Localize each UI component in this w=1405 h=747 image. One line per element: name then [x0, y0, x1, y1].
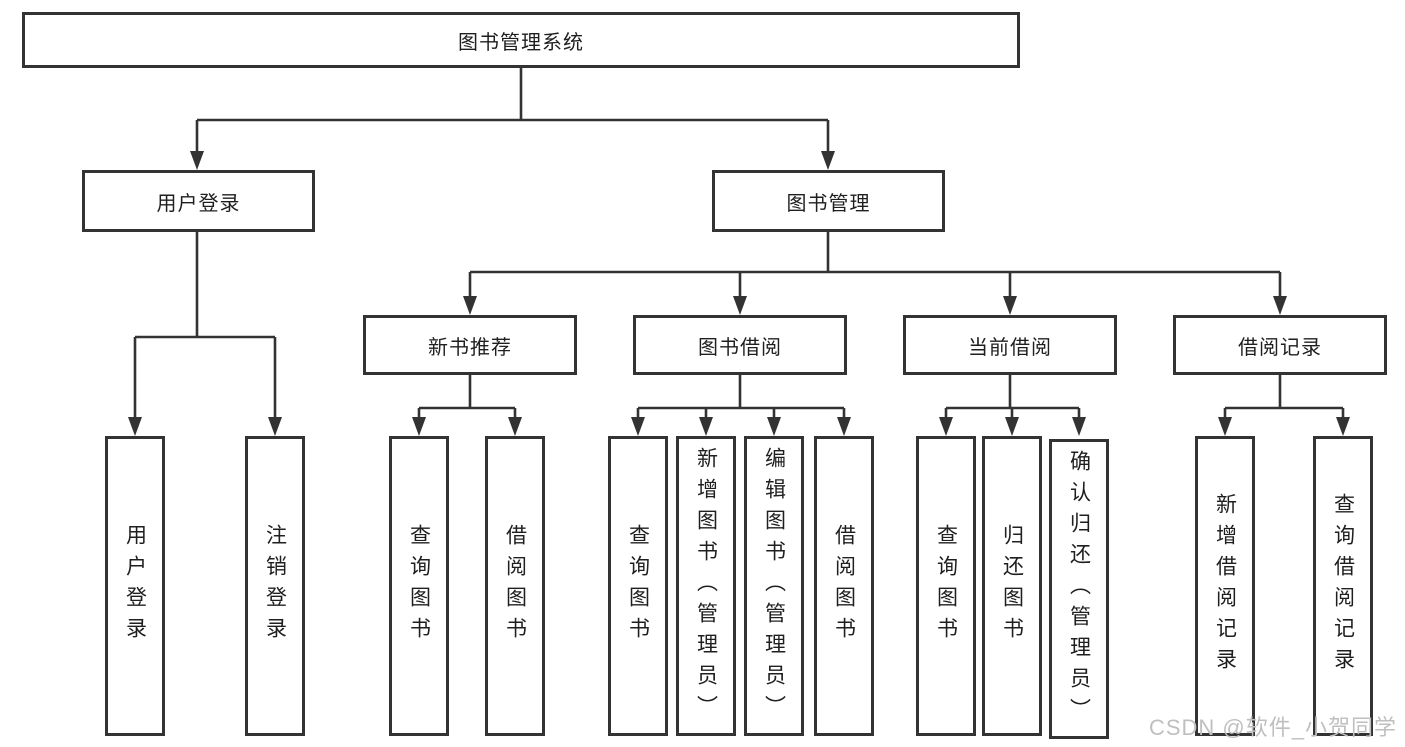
arrow-down-icon: [1072, 417, 1086, 436]
node-label: 查询图书: [407, 524, 431, 648]
leaf-logout: 注销登录: [245, 436, 305, 736]
node-label: 借阅记录: [1238, 336, 1322, 359]
node-current-borrowing: 当前借阅: [903, 315, 1117, 375]
arrow-down-icon: [1003, 296, 1017, 315]
arrow-down-icon: [699, 417, 713, 436]
arrow-down-icon: [268, 417, 282, 436]
node-label: 确认归还（管理员）: [1067, 449, 1091, 729]
node-label: 查询图书: [626, 524, 650, 648]
connector: [636, 375, 846, 420]
node-label: 新书推荐: [428, 336, 512, 359]
node-borrowing-records: 借阅记录: [1173, 315, 1387, 375]
node-label: 归还图书: [1000, 524, 1024, 648]
arrow-down-icon: [767, 417, 781, 436]
node-label: 用户登录: [123, 524, 147, 648]
node-label: 借阅图书: [832, 524, 856, 648]
leaf-return-books: 归还图书: [982, 436, 1042, 736]
node-label: 借阅图书: [503, 524, 527, 648]
leaf-add-borrow-record: 新增借阅记录: [1195, 436, 1255, 736]
node-label: 查询借阅记录: [1331, 493, 1355, 679]
node-book-management: 图书管理: [712, 170, 945, 232]
connector: [1223, 375, 1345, 420]
node-label: 新增借阅记录: [1213, 493, 1237, 679]
arrow-down-icon: [1273, 296, 1287, 315]
connector: [417, 375, 517, 420]
leaf-edit-books-admin: 编辑图书（管理员）: [744, 436, 804, 736]
arrow-down-icon: [631, 417, 645, 436]
node-label: 当前借阅: [968, 336, 1052, 359]
node-user-login: 用户登录: [82, 170, 315, 232]
node-new-book-recommendation: 新书推荐: [363, 315, 577, 375]
node-book-borrowing: 图书借阅: [633, 315, 847, 375]
connector: [944, 375, 1081, 420]
arrow-down-icon: [1005, 417, 1019, 436]
node-label: 编辑图书（管理员）: [762, 446, 786, 726]
arrow-down-icon: [463, 296, 477, 315]
node-library-management-system: 图书管理系统: [22, 12, 1020, 68]
arrow-down-icon: [1218, 417, 1232, 436]
connector: [468, 232, 1282, 299]
leaf-query-borrow-record: 查询借阅记录: [1313, 436, 1373, 736]
arrow-down-icon: [190, 151, 204, 170]
leaf-confirm-return-admin: 确认归还（管理员）: [1049, 439, 1109, 739]
arrow-down-icon: [1336, 417, 1350, 436]
node-label: 图书管理系统: [458, 31, 584, 54]
connector: [133, 232, 277, 420]
leaf-user-login: 用户登录: [105, 436, 165, 736]
leaf-add-books-admin: 新增图书（管理员）: [676, 436, 736, 736]
node-label: 图书管理: [786, 192, 871, 215]
node-label: 用户登录: [156, 192, 241, 215]
arrow-down-icon: [821, 151, 835, 170]
node-label: 新增图书（管理员）: [694, 446, 718, 726]
node-label: 注销登录: [263, 524, 287, 648]
arrow-down-icon: [508, 417, 522, 436]
connector: [195, 68, 830, 154]
arrow-down-icon: [412, 417, 426, 436]
leaf-query-books: 查询图书: [916, 436, 976, 736]
csdn-watermark: CSDN @软件_小贺同学: [1148, 715, 1397, 740]
leaf-query-books: 查询图书: [608, 436, 668, 736]
node-label: 查询图书: [934, 524, 958, 648]
node-label: 图书借阅: [698, 336, 782, 359]
arrow-down-icon: [128, 417, 142, 436]
leaf-query-books: 查询图书: [389, 436, 449, 736]
leaf-borrow-books: 借阅图书: [814, 436, 874, 736]
arrow-down-icon: [837, 417, 851, 436]
leaf-borrow-books: 借阅图书: [485, 436, 545, 736]
arrow-down-icon: [939, 417, 953, 436]
arrow-down-icon: [733, 296, 747, 315]
